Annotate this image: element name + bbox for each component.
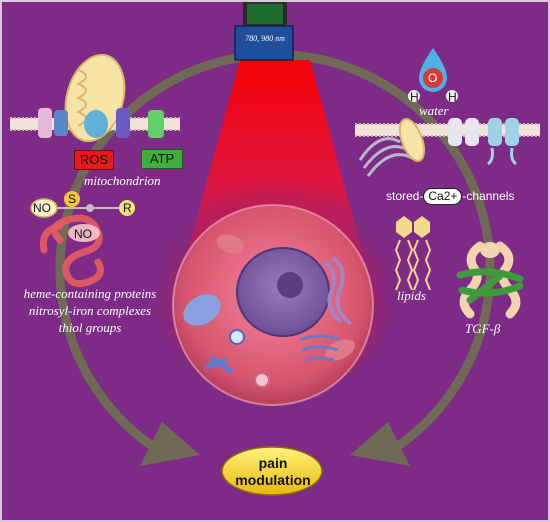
target-heme-proteins: heme-containing proteins: [23, 286, 157, 301]
no-protein-illustration: [30, 191, 135, 288]
mitochondrion-illustration: [10, 53, 180, 143]
hydrogen-left-label: H: [410, 90, 419, 104]
tgf-beta-label: TGF-β: [465, 321, 501, 336]
channels-prefix: stored-: [386, 189, 424, 203]
target-thiol-groups: thiol groups: [58, 320, 122, 335]
pain-modulation-label: pain modulation: [224, 446, 322, 498]
no-protein-label: NO: [74, 227, 92, 241]
channels-suffix: -channels: [462, 189, 515, 203]
outcome-line-1: pain: [258, 455, 288, 471]
right-arrowhead: [350, 422, 410, 466]
water-molecule-illustration: [408, 48, 458, 102]
atp-badge: ATP: [141, 149, 183, 169]
laser-device: [234, 2, 294, 61]
r-group-label: R: [123, 201, 132, 215]
calcium-ion-pill: Ca2+: [423, 188, 463, 205]
no-top-label: NO: [33, 201, 51, 215]
oxygen-atom-label: O: [428, 71, 438, 85]
tgf-beta-illustration: [456, 241, 524, 319]
water-label: water: [419, 103, 449, 118]
laser-wavelength-label: 780, 980 nm: [245, 34, 285, 43]
target-nitrosyl-iron: nitrosyl-iron complexes: [28, 303, 152, 318]
left-arrowhead: [140, 422, 200, 466]
lipids-label: lipids: [397, 288, 426, 303]
outcome-pill: [221, 446, 323, 496]
sulfur-label: S: [68, 192, 77, 206]
lipid-illustration: [394, 216, 432, 291]
cell-illustration: [172, 204, 374, 406]
calcium-channels-label: stored-Ca2+-channels: [386, 188, 514, 205]
hydrogen-right-label: H: [448, 90, 457, 104]
calcium-channel-illustration: [355, 118, 540, 177]
ros-badge: ROS: [74, 150, 114, 170]
outcome-line-2: modulation: [235, 472, 311, 488]
mitochondrion-label: mitochondrion: [84, 173, 161, 188]
